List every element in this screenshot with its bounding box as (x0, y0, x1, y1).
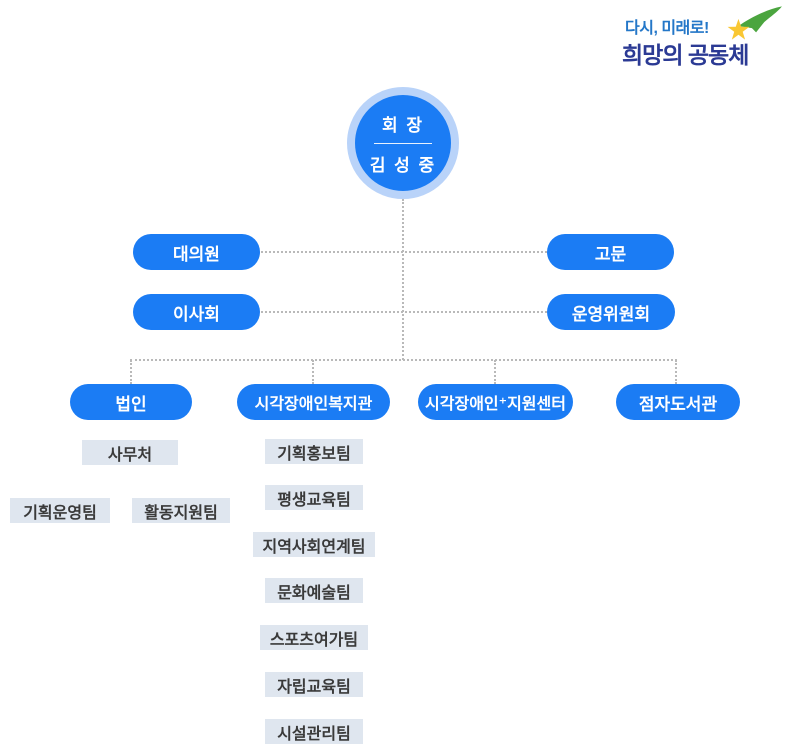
chairman-node: 회 장 김 성 중 (347, 87, 459, 199)
chairman-title: 회 장 (381, 115, 424, 135)
team-box: 문화예술팀 (265, 578, 363, 603)
team-box: 기획홍보팀 (265, 439, 363, 464)
node-delegates: 대의원 (133, 234, 260, 270)
divider (374, 142, 432, 144)
team-box: 사무처 (82, 440, 178, 465)
team-box: 자립교육팀 (265, 672, 363, 697)
team-box: 평생교육팀 (265, 485, 363, 510)
logo-name: 희망의 공동체 (622, 42, 749, 68)
shooting-star-icon (727, 6, 782, 40)
node-support-center: 시각장애인⁺지원센터 (418, 384, 573, 420)
chairman-name: 김 성 중 (369, 155, 437, 175)
team-box: 지역사회연계팀 (253, 532, 375, 557)
node-corporation: 법인 (70, 384, 192, 420)
team-box: 스포츠여가팀 (260, 625, 368, 650)
connector-line (312, 360, 314, 384)
connector-line (494, 360, 496, 384)
node-braille-library: 점자도서관 (616, 384, 740, 420)
connector-line (130, 359, 677, 361)
connector-line (402, 199, 404, 360)
connector-line (130, 360, 132, 384)
team-box: 활동지원팀 (132, 498, 230, 523)
connector-line (675, 360, 677, 384)
team-box: 기획운영팀 (10, 498, 110, 523)
node-advisors: 고문 (547, 234, 674, 270)
connector-line (261, 311, 547, 313)
node-board-of-directors: 이사회 (133, 294, 260, 330)
team-box: 시설관리팀 (265, 719, 363, 744)
connector-line (261, 251, 547, 253)
node-welfare-center: 시각장애인복지관 (237, 384, 390, 420)
node-steering-committee: 운영위원회 (547, 294, 675, 330)
logo-tagline: 다시, 미래로! (625, 20, 709, 37)
